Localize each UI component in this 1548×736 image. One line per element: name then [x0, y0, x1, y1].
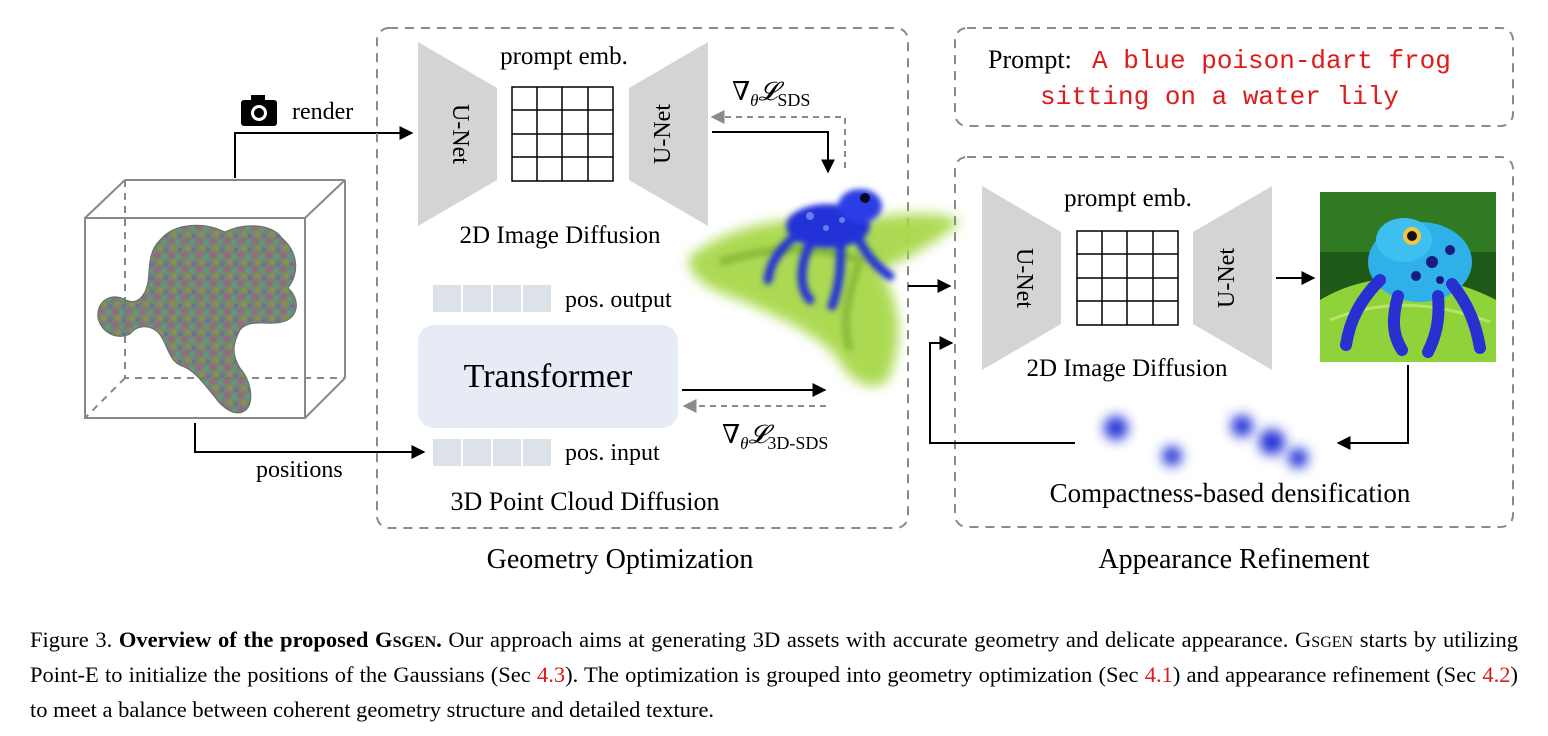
pipeline-diagram: render positions U-Net prompt emb. U-Net… — [84, 27, 1514, 575]
geometry-section-title: Geometry Optimization — [487, 544, 754, 575]
refined-to-densification-arrow — [1336, 365, 1409, 450]
prompt-text-line1: A blue poison-dart frog — [1092, 46, 1451, 76]
pos-output-label: pos. output — [565, 287, 672, 313]
render-arrow — [234, 126, 414, 178]
figure-label: Figure 3. — [30, 627, 113, 652]
ref-sec-4-1[interactable]: 4.1 — [1144, 662, 1173, 687]
densification-label: Compactness-based densification — [1050, 478, 1411, 508]
point-cloud-blob — [97, 224, 297, 414]
prompt-embedding-grid-2 — [1076, 230, 1179, 326]
appearance-section-title: Appearance Refinement — [1098, 544, 1370, 575]
image-diffusion-label-2: 2D Image Diffusion — [1027, 355, 1228, 382]
pos-output-tokens — [431, 283, 553, 314]
prompt-emb-label-2: prompt emb. — [1064, 185, 1192, 212]
transformer-box — [418, 325, 678, 428]
prompt-text-line2: sitting on a water lily — [1040, 82, 1399, 112]
unet-right-label: U-Net — [650, 104, 676, 164]
caption-title: Overview of the proposed Gsgen. — [118, 627, 442, 652]
prompt-emb-label: prompt emb. — [500, 43, 628, 70]
unet-encoder-shape-2 — [982, 186, 1061, 370]
render-label: render — [292, 99, 353, 125]
unet-left-label-2: U-Net — [1011, 248, 1037, 308]
sds-gradient-arrow — [710, 110, 846, 168]
camera-icon — [241, 95, 277, 126]
rendered-frog-image — [688, 189, 960, 387]
positions-label: positions — [256, 457, 343, 483]
pos-input-label: pos. input — [565, 440, 660, 466]
gaussian-blobs — [1104, 415, 1308, 468]
prompt-embedding-grid — [511, 86, 614, 182]
pos-input-tokens — [431, 437, 553, 468]
point-cloud-diffusion-label: 3D Point Cloud Diffusion — [451, 487, 720, 516]
unet-right-label-2: U-Net — [1214, 248, 1240, 308]
ref-sec-4-2[interactable]: 4.2 — [1482, 662, 1511, 687]
positions-arrow — [194, 423, 426, 459]
sds3d-loss-label: ∇θ𝓛3D-SDS — [722, 420, 828, 453]
geometry-optimization-box — [376, 27, 909, 529]
image-diffusion-label: 2D Image Diffusion — [460, 222, 661, 249]
densification-feedback-arrow — [929, 336, 1075, 444]
unet-left-label: U-Net — [447, 104, 473, 164]
prompt-box — [954, 27, 1514, 127]
unet-decoder-shape — [629, 42, 708, 226]
prompt-label: Prompt: — [988, 45, 1072, 74]
unet-to-render-arrow — [712, 131, 835, 174]
unet-encoder-shape — [418, 42, 497, 226]
appearance-refinement-box — [954, 156, 1514, 528]
point-cloud-object — [84, 179, 346, 419]
unet-decoder-shape-2 — [1193, 186, 1272, 370]
refined-frog-image — [1320, 192, 1496, 362]
transformer-label: Transformer — [464, 358, 633, 395]
ref-sec-4-3[interactable]: 4.3 — [536, 662, 566, 687]
sds-loss-label: ∇θ𝓛SDS — [732, 77, 810, 110]
figure-caption: Figure 3. Overview of the proposed Gsgen… — [30, 627, 1518, 722]
